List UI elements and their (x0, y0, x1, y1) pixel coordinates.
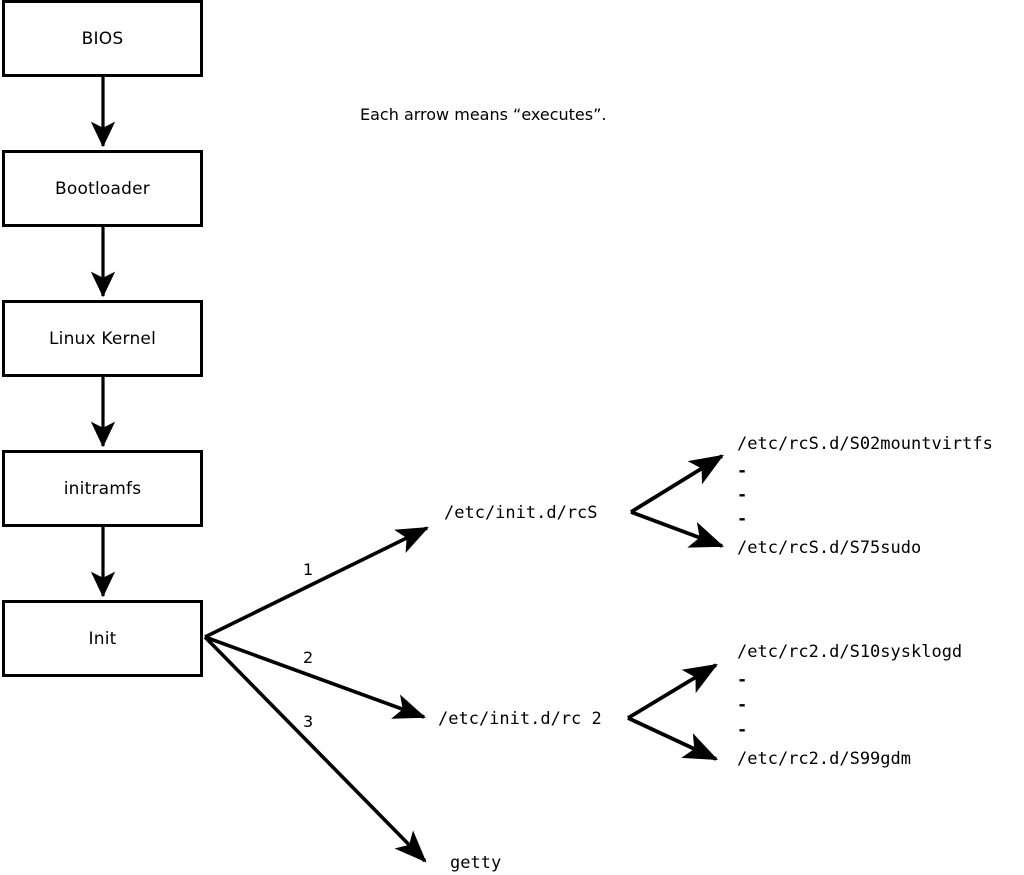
rcs-ellipsis-dash-3: - (737, 509, 748, 529)
rc2-branch-arrow-last (627, 716, 719, 761)
init-branch-number-1: 1 (303, 560, 314, 579)
leaf-label-rc2-first[interactable]: /etc/rc2.d/S10sysklogd (737, 642, 963, 662)
node-label-bios: BIOS (81, 28, 124, 49)
leaf-label-rc2-last[interactable]: /etc/rc2.d/S99gdm (737, 749, 911, 769)
rc2-ellipsis-dash-2: - (737, 695, 748, 715)
init-branch-arrow-1 (204, 526, 429, 639)
rcs-branch-arrow-last (630, 510, 725, 548)
node-box-initramfs[interactable]: initramfs (2, 450, 203, 527)
node-box-init[interactable]: Init (2, 600, 203, 677)
rcs-ellipsis-dash-1: - (737, 461, 748, 481)
rc2-ellipsis-dash-1: - (737, 670, 748, 690)
rcs-ellipsis-dash-2: - (737, 485, 748, 505)
node-label-linux-kernel: Linux Kernel (48, 328, 156, 349)
init-branch-number-3: 3 (303, 712, 314, 731)
node-label-rc2-script[interactable]: /etc/init.d/rc 2 (438, 709, 602, 729)
rc2-ellipsis-dash-3: - (737, 720, 748, 740)
init-branch-number-2: 2 (303, 648, 314, 667)
node-label-initramfs: initramfs (63, 478, 142, 499)
rc2-branch-arrow-first (627, 663, 718, 720)
node-box-linux-kernel[interactable]: Linux Kernel (2, 300, 203, 377)
rcs-branch-arrow-first (630, 454, 724, 514)
leaf-label-rcs-last[interactable]: /etc/rcS.d/S75sudo (737, 538, 922, 558)
node-label-init: Init (88, 628, 117, 649)
node-box-bios[interactable]: BIOS (2, 0, 203, 77)
init-branch-arrow-2 (204, 635, 427, 719)
leaf-label-rcs-first[interactable]: /etc/rcS.d/S02mountvirtfs (737, 434, 993, 454)
node-label-rcs-script[interactable]: /etc/init.d/rcS (444, 503, 598, 523)
diagram-caption: Each arrow means “executes”. (360, 105, 607, 124)
init-branch-arrow-3 (203, 635, 427, 863)
node-box-bootloader[interactable]: Bootloader (2, 150, 203, 227)
node-label-getty[interactable]: getty (450, 853, 502, 873)
node-label-bootloader: Bootloader (55, 178, 150, 199)
